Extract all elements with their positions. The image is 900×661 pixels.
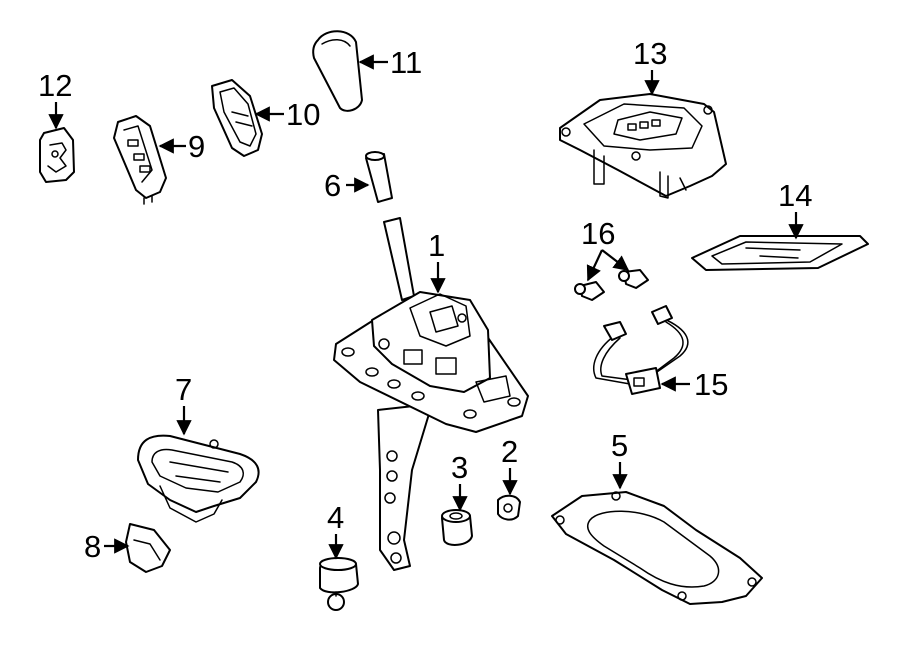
- callout-1: 1: [428, 228, 445, 263]
- callout-labels: 1 2 3 4 5 6 7 8 9 10 11 12 13 14 15 16: [38, 36, 812, 564]
- part-13-indicator-housing: [559, 93, 727, 199]
- callout-9: 9: [188, 129, 205, 164]
- callout-7: 7: [175, 372, 192, 407]
- part-2-clip: [497, 494, 521, 521]
- callout-6: 6: [324, 168, 341, 203]
- callout-8: 8: [84, 529, 101, 564]
- part-8-trim-piece: [125, 523, 171, 573]
- part-7-boot-insert: [137, 434, 260, 523]
- callout-16: 16: [581, 216, 615, 251]
- part-12-bezel-insert: [39, 127, 75, 183]
- part-15-wiring-harness: [593, 305, 689, 395]
- part-16-bulbs: [574, 269, 649, 301]
- callout-10: 10: [286, 97, 320, 132]
- callout-2: 2: [501, 434, 518, 469]
- callout-3: 3: [451, 450, 468, 485]
- callout-15: 15: [694, 367, 728, 402]
- part-5-gasket: [551, 491, 763, 605]
- callout-5: 5: [611, 428, 628, 463]
- part-9-indicator-plate: [113, 115, 167, 205]
- callout-4: 4: [327, 500, 344, 535]
- callout-13: 13: [633, 36, 667, 71]
- callout-14: 14: [778, 178, 812, 213]
- callout-12: 12: [38, 68, 72, 103]
- part-3-bushing: [441, 509, 473, 546]
- part-4-bushing: [319, 557, 359, 611]
- callout-11: 11: [390, 45, 422, 80]
- part-6-sleeve: [365, 151, 393, 203]
- part-10-trim-bezel: [211, 79, 263, 157]
- part-1-shifter-assembly: [333, 217, 529, 571]
- part-14-cover-plate: [691, 235, 869, 271]
- leader-lines: [48, 54, 804, 560]
- part-11-shift-knob: [312, 30, 363, 112]
